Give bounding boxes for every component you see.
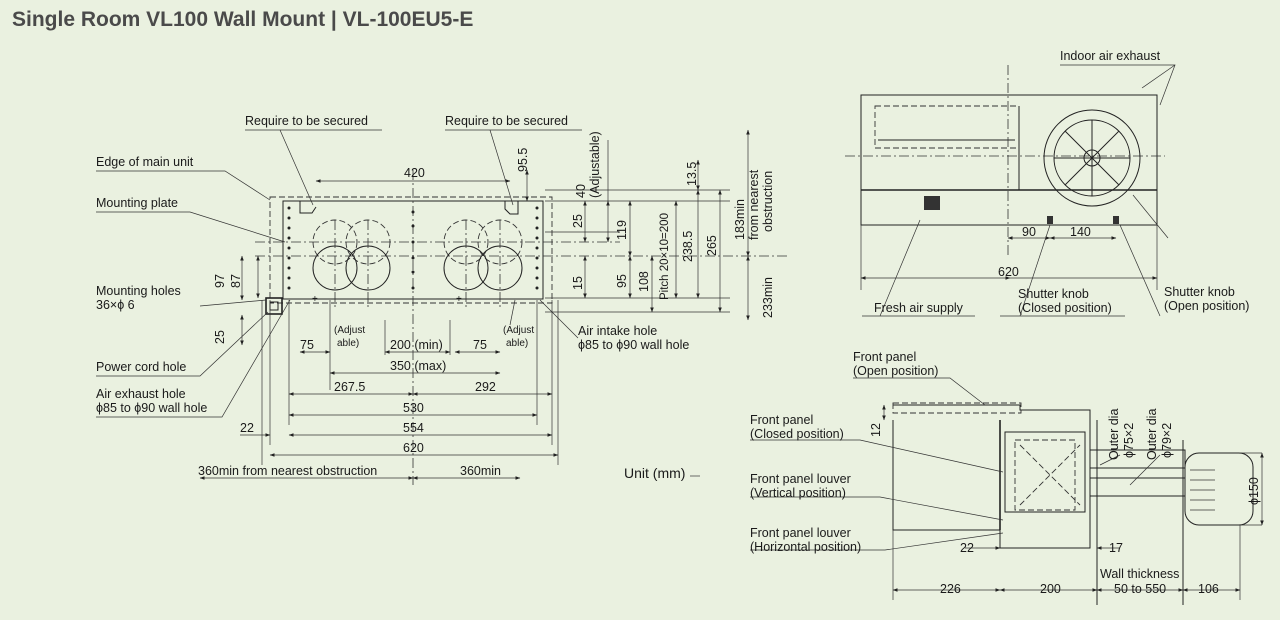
dim-140: 140 bbox=[1070, 225, 1091, 239]
exterior-hood bbox=[1184, 452, 1254, 526]
label-adjustable-vertical: (Adjustable) bbox=[588, 131, 602, 198]
label-wall-thickness-range: 50 to 550 bbox=[1114, 582, 1166, 596]
label-require-secured-right: Require to be secured bbox=[445, 114, 568, 128]
dim-pitch: Pitch 20×10=200 bbox=[659, 213, 671, 300]
label-shutter-open-pos: (Open position) bbox=[1164, 299, 1249, 313]
unit-top-outline bbox=[860, 94, 1158, 226]
dim-17: 17 bbox=[1109, 541, 1123, 555]
dim-12: 12 bbox=[869, 423, 883, 437]
label-obstruction-top-2: from nearest bbox=[747, 169, 761, 240]
label-louver-vertical: Front panel louver bbox=[750, 472, 851, 486]
upper-duct bbox=[1089, 449, 1186, 469]
dim-97: 97 bbox=[213, 274, 227, 288]
dim-420: 420 bbox=[404, 166, 425, 180]
label-obstruction-left: 360min from nearest obstruction bbox=[198, 464, 377, 478]
top-view: Indoor air exhaust Fresh air supply Shut… bbox=[845, 49, 1249, 317]
label-outer-dia-79: Outer dia bbox=[1145, 409, 1159, 460]
dim-22-side: 22 bbox=[960, 541, 974, 555]
dim-238-5: 238.5 bbox=[681, 231, 695, 262]
svg-text:+: + bbox=[456, 294, 462, 305]
dim-95: 95 bbox=[615, 274, 629, 288]
label-indoor-exhaust: Indoor air exhaust bbox=[1060, 49, 1161, 63]
fan-wheel bbox=[1043, 109, 1141, 207]
dim-200-min: 200 (min) bbox=[390, 338, 443, 352]
fresh-air-grille bbox=[924, 196, 940, 210]
label-air-exhaust-hole: Air exhaust hole bbox=[96, 387, 186, 401]
dim-267-5: 267.5 bbox=[334, 380, 365, 394]
dim-226: 226 bbox=[940, 582, 961, 596]
label-adjustable-right: (Adjust bbox=[503, 325, 534, 336]
label-power-cord-hole: Power cord hole bbox=[96, 360, 186, 374]
dim-95-5: 95.5 bbox=[516, 148, 530, 172]
label-front-panel-open: Front panel bbox=[853, 350, 916, 364]
lower-duct bbox=[1089, 477, 1186, 497]
mounting-hole-dots: ++ bbox=[287, 206, 539, 305]
label-obstruction-top-3: obstruction bbox=[761, 171, 775, 232]
dim-292: 292 bbox=[475, 380, 496, 394]
dim-75-left: 75 bbox=[300, 338, 314, 352]
label-mounting-plate: Mounting plate bbox=[96, 196, 178, 210]
dim-108: 108 bbox=[637, 271, 651, 292]
dim-119: 119 bbox=[615, 220, 629, 240]
svg-text:ϕ75×2: ϕ75×2 bbox=[1122, 423, 1136, 458]
unit-side-body bbox=[892, 404, 1091, 549]
dim-530: 530 bbox=[403, 401, 424, 415]
label-phi150: ϕ150 bbox=[1247, 477, 1261, 505]
svg-text:ϕ79×2: ϕ79×2 bbox=[1160, 423, 1174, 458]
svg-text:(Vertical position): (Vertical position) bbox=[750, 486, 846, 500]
main-unit-edge-outline bbox=[269, 196, 553, 304]
side-view: Front panel (Open position) Front panel … bbox=[750, 350, 1264, 605]
label-obstruction-bottom: 233min bbox=[761, 277, 775, 318]
page-title: Single Room VL100 Wall Mount | VL-100EU5… bbox=[12, 8, 474, 31]
svg-text:+: + bbox=[312, 294, 318, 305]
unit-label: Unit (mm) bbox=[624, 465, 685, 481]
label-adjustable-left: (Adjust bbox=[334, 325, 365, 336]
label-wall-thickness: Wall thickness bbox=[1100, 567, 1179, 581]
label-edge-main-unit: Edge of main unit bbox=[96, 155, 194, 169]
dim-106: 106 bbox=[1198, 582, 1219, 596]
dim-554: 554 bbox=[403, 421, 424, 435]
dim-620-top: 620 bbox=[998, 265, 1019, 279]
dim-90: 90 bbox=[1022, 225, 1036, 239]
label-obstruction-right: 360min bbox=[460, 464, 501, 478]
label-shutter-closed-pos: (Closed position) bbox=[1018, 301, 1112, 315]
power-cord-hole-square bbox=[265, 297, 283, 315]
dim-40: 40 bbox=[574, 184, 588, 198]
label-require-secured-left: Require to be secured bbox=[245, 114, 368, 128]
dim-265: 265 bbox=[705, 235, 719, 256]
svg-text:(Horizontal position): (Horizontal position) bbox=[750, 540, 861, 554]
label-louver-horizontal: Front panel louver bbox=[750, 526, 851, 540]
dim-350-max: 350 (max) bbox=[390, 359, 446, 373]
label-outer-dia-75: Outer dia bbox=[1107, 409, 1121, 460]
label-front-panel-closed: Front panel bbox=[750, 413, 813, 427]
label-shutter-open: Shutter knob bbox=[1164, 285, 1235, 299]
svg-text:(Closed position): (Closed position) bbox=[750, 427, 844, 441]
dim-25-left: 25 bbox=[213, 330, 227, 344]
label-air-intake-hole: Air intake hole bbox=[578, 324, 657, 338]
label-mounting-holes: Mounting holes bbox=[96, 284, 181, 298]
dim-620: 620 bbox=[403, 441, 424, 455]
front-panel-open bbox=[892, 402, 1022, 414]
label-fresh-air-supply: Fresh air supply bbox=[874, 301, 964, 315]
wall-hole-circles bbox=[312, 219, 523, 310]
front-view: ++ bbox=[96, 114, 790, 485]
svg-text:able): able) bbox=[506, 338, 528, 349]
dim-22: 22 bbox=[240, 421, 254, 435]
dim-13-5: 13.5 bbox=[685, 162, 699, 186]
label-shutter-closed: Shutter knob bbox=[1018, 287, 1089, 301]
label-air-exhaust-size: ϕ85 to ϕ90 wall hole bbox=[96, 401, 207, 415]
dim-75-right: 75 bbox=[473, 338, 487, 352]
dim-25-top: 25 bbox=[571, 214, 585, 228]
dim-15: 15 bbox=[571, 276, 585, 290]
svg-text:(Open position): (Open position) bbox=[853, 364, 938, 378]
label-mounting-holes-count: 36×ϕ 6 bbox=[96, 298, 135, 312]
dim-87: 87 bbox=[229, 274, 243, 288]
dim-200-side: 200 bbox=[1040, 582, 1061, 596]
label-obstruction-top-1: 183min bbox=[733, 199, 747, 240]
label-air-intake-size: ϕ85 to ϕ90 wall hole bbox=[578, 338, 689, 352]
svg-text:able): able) bbox=[337, 338, 359, 349]
